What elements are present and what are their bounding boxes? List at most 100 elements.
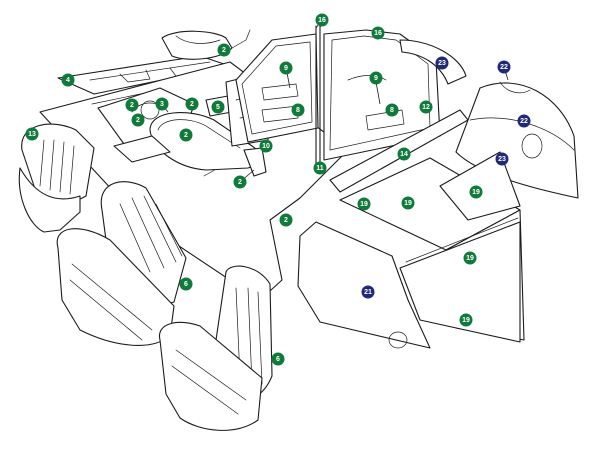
floor-mat-small bbox=[113, 135, 171, 163]
callout-number: 2 bbox=[190, 101, 194, 108]
callout-number: 2 bbox=[130, 102, 134, 109]
callout-number: 22 bbox=[500, 64, 508, 71]
callout-number: 16 bbox=[374, 30, 382, 37]
callout-badge-8: 8 bbox=[385, 103, 399, 117]
callout-circle bbox=[217, 43, 231, 57]
callout-number: 10 bbox=[262, 143, 270, 150]
callout-circle bbox=[279, 61, 293, 75]
callout-number: 19 bbox=[404, 200, 412, 207]
callout-badge-11: 11 bbox=[313, 161, 327, 175]
callout-circle bbox=[435, 56, 449, 70]
callout-number: 19 bbox=[472, 189, 480, 196]
callout-number: 8 bbox=[390, 107, 394, 114]
callout-badge-12: 12 bbox=[419, 100, 433, 114]
callout-number: 6 bbox=[276, 356, 280, 363]
callout-circle bbox=[397, 147, 411, 161]
tunnel-cover-trim bbox=[149, 112, 267, 177]
callout-number: 23 bbox=[498, 156, 506, 163]
callout-number: 8 bbox=[296, 107, 300, 114]
callout-number: 4 bbox=[66, 77, 70, 84]
callout-circle bbox=[155, 97, 169, 111]
callout-badge-4: 4 bbox=[61, 73, 75, 87]
callout-number: 22 bbox=[520, 118, 528, 125]
callout-badge-21: 21 bbox=[361, 285, 375, 299]
callout-number: 14 bbox=[400, 151, 408, 158]
callout-number: 9 bbox=[284, 65, 288, 72]
callout-badge-19: 19 bbox=[463, 251, 477, 265]
door-trim-left bbox=[235, 33, 319, 143]
callout-circle bbox=[357, 197, 371, 211]
callout-circle bbox=[61, 73, 75, 87]
callout-number: 19 bbox=[360, 201, 368, 208]
callout-badge-8: 8 bbox=[291, 103, 305, 117]
callout-number: 16 bbox=[318, 17, 326, 24]
rear-side-trim bbox=[399, 39, 467, 85]
callout-circle bbox=[125, 98, 139, 112]
callout-number: 2 bbox=[284, 217, 288, 224]
callout-circle bbox=[463, 251, 477, 265]
callout-number: 2 bbox=[238, 179, 242, 186]
callout-number: 2 bbox=[136, 117, 140, 124]
callout-circle bbox=[279, 213, 293, 227]
callout-circle bbox=[401, 196, 415, 210]
callout-circle bbox=[361, 285, 375, 299]
callout-number: 3 bbox=[160, 101, 164, 108]
callout-number: 19 bbox=[466, 255, 474, 262]
callout-badge-22: 22 bbox=[497, 60, 511, 74]
callout-number: 2 bbox=[184, 132, 188, 139]
front-seat-middle bbox=[56, 181, 187, 346]
callout-number: 9 bbox=[374, 75, 378, 82]
boot-panels bbox=[339, 151, 525, 343]
callout-circle bbox=[179, 128, 193, 142]
callout-badge-2: 2 bbox=[179, 128, 193, 142]
callout-badge-23: 23 bbox=[435, 56, 449, 70]
callout-circle bbox=[313, 161, 327, 175]
callout-badge-22: 22 bbox=[517, 114, 531, 128]
callout-badge-19: 19 bbox=[357, 197, 371, 211]
callout-circle bbox=[369, 71, 383, 85]
callout-badge-2: 2 bbox=[125, 98, 139, 112]
callout-circle bbox=[459, 313, 473, 327]
callout-badge-14: 14 bbox=[397, 147, 411, 161]
callout-circle bbox=[259, 139, 273, 153]
callout-circle bbox=[517, 114, 531, 128]
callout-badge-6: 6 bbox=[271, 352, 285, 366]
callout-circle bbox=[385, 103, 399, 117]
callout-badge-16: 16 bbox=[371, 26, 385, 40]
callout-circle bbox=[25, 127, 39, 141]
callout-badge-19: 19 bbox=[401, 196, 415, 210]
front-seat-front bbox=[159, 265, 273, 431]
callout-number: 6 bbox=[184, 281, 188, 288]
callout-circle bbox=[211, 100, 225, 114]
callout-badge-23: 23 bbox=[495, 152, 509, 166]
callout-circle bbox=[131, 113, 145, 127]
callout-badge-10: 10 bbox=[259, 139, 273, 153]
callout-circle bbox=[315, 13, 329, 27]
callout-badge-2: 2 bbox=[185, 97, 199, 111]
rear-seat-back bbox=[18, 123, 95, 233]
callout-circle bbox=[233, 175, 247, 189]
callout-number: 21 bbox=[364, 289, 372, 296]
callout-number: 23 bbox=[438, 60, 446, 67]
callout-badge-9: 9 bbox=[279, 61, 293, 75]
callout-badge-2: 2 bbox=[233, 175, 247, 189]
boot-board bbox=[297, 221, 431, 349]
callout-circle bbox=[179, 277, 193, 291]
callout-number: 13 bbox=[28, 131, 36, 138]
callout-circle bbox=[291, 103, 305, 117]
callout-circle bbox=[419, 100, 433, 114]
callout-badge-5: 5 bbox=[211, 100, 225, 114]
callout-circle bbox=[469, 185, 483, 199]
callout-badge-6: 6 bbox=[179, 277, 193, 291]
callout-badge-3: 3 bbox=[155, 97, 169, 111]
callout-badge-19: 19 bbox=[459, 313, 473, 327]
callout-badge-19: 19 bbox=[469, 185, 483, 199]
callout-number: 12 bbox=[422, 104, 430, 111]
callout-circle bbox=[185, 97, 199, 111]
callout-badge-2: 2 bbox=[217, 43, 231, 57]
callout-badge-16: 16 bbox=[315, 13, 329, 27]
callout-circle bbox=[371, 26, 385, 40]
